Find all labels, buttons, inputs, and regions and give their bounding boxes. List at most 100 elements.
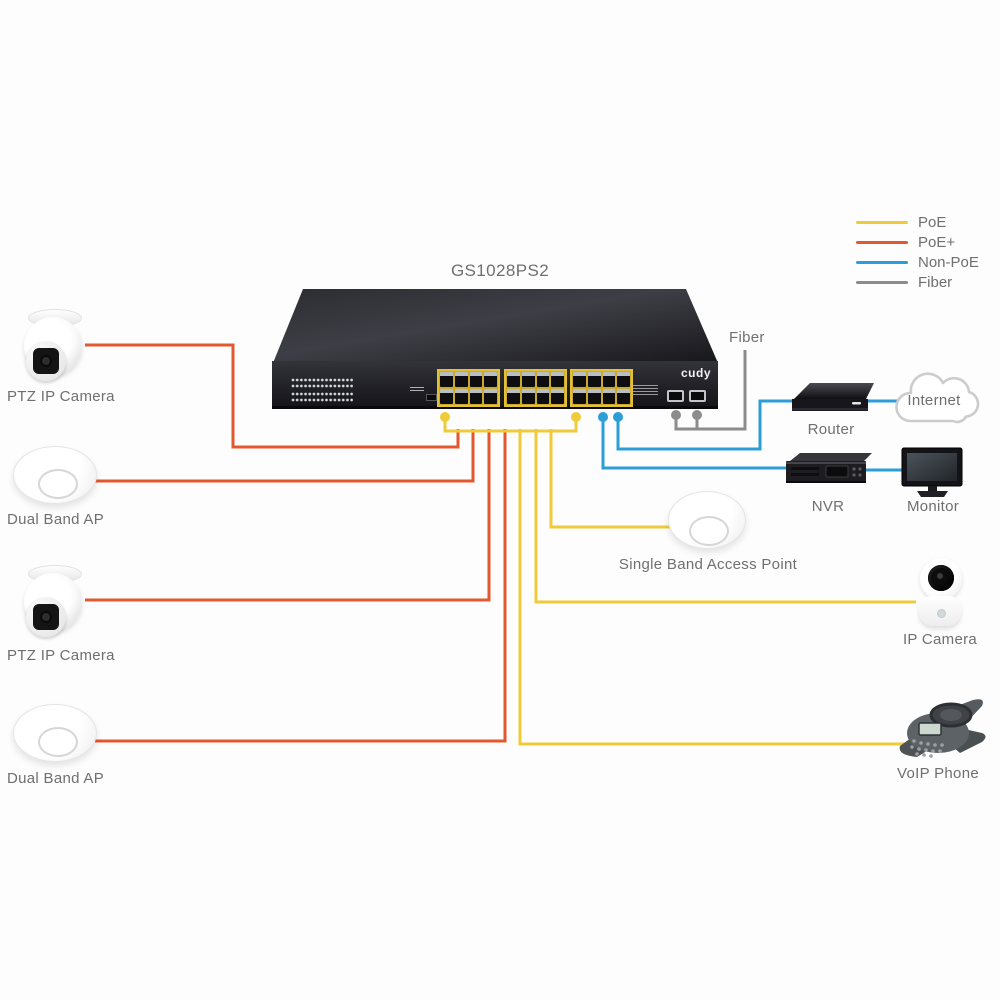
rj45-port — [469, 372, 483, 387]
rj45-port-group-1 — [437, 369, 500, 407]
switch-brand-logo: cudy — [681, 366, 712, 380]
non-poe-line-swatch — [856, 260, 908, 264]
router-label: Router — [807, 421, 855, 438]
rj45-port — [551, 372, 564, 387]
cable-poe-plus-ptz-camera-1 — [85, 343, 460, 449]
camera-lens-icon — [33, 604, 59, 630]
nonpoe-connector-dot — [613, 412, 623, 422]
ptz-camera-2-label: PTZ IP Camera — [7, 647, 115, 664]
legend-row-fiber: Fiber — [856, 272, 979, 292]
monitor-device — [901, 447, 963, 497]
legend-row-poe: PoE — [856, 212, 979, 232]
camera-button — [937, 609, 946, 618]
fiber-line-swatch — [856, 280, 908, 284]
cable-nonpoe-nvr — [601, 417, 800, 470]
legend-label: Fiber — [918, 273, 953, 291]
rj45-port-group-3 — [570, 369, 633, 407]
switch-led-panel — [291, 392, 353, 404]
rj45-port — [587, 372, 601, 387]
nonpoe-connector-dot — [598, 412, 608, 422]
camera-eye — [26, 341, 66, 381]
legend-row-poe-plus: PoE+ — [856, 232, 979, 252]
single-band-access-point — [668, 491, 746, 549]
cable-poe-ip-camera — [534, 429, 916, 604]
ptz-ip-camera-2 — [20, 565, 90, 645]
legend-row-non-poe: Non-PoE — [856, 252, 979, 272]
rj45-port — [521, 389, 535, 404]
internet-label: Internet — [907, 392, 961, 409]
fiber-connector-dot — [671, 410, 681, 420]
sfp-port-2 — [689, 390, 706, 402]
switch-reset-area — [408, 386, 438, 401]
rj45-port — [573, 372, 586, 387]
switch-fineprint — [633, 385, 658, 395]
sfp-port-1 — [667, 390, 684, 402]
dual-band-ap-1-label: Dual Band AP — [7, 511, 104, 528]
cable-poe-plus-ptz-camera-2 — [85, 429, 491, 602]
camera-lens-icon — [33, 348, 59, 374]
camera-head — [920, 558, 962, 600]
rj45-port — [484, 389, 497, 404]
rj45-port-group-2 — [504, 369, 567, 407]
phone-lcd — [918, 722, 942, 736]
ip-camera-label: IP Camera — [902, 631, 978, 648]
poe-connector-dot — [440, 412, 450, 422]
camera-lens-icon — [928, 565, 954, 591]
rj45-port — [587, 389, 601, 404]
rj45-port — [551, 389, 564, 404]
cable-nonpoe-router — [616, 399, 798, 451]
rj45-port — [536, 372, 550, 387]
voip-phone-device — [899, 699, 986, 758]
rj45-port — [602, 389, 616, 404]
rj45-port — [536, 389, 550, 404]
nvr-label: NVR — [811, 498, 845, 515]
rj45-port — [454, 372, 468, 387]
dual-band-ap-2-label: Dual Band AP — [7, 770, 104, 787]
router-device — [792, 383, 874, 411]
cable-poe-port-bracket — [443, 417, 578, 433]
switch-top-face — [273, 289, 718, 363]
single-band-ap-label: Single Band Access Point — [618, 556, 798, 573]
rj45-port — [484, 372, 497, 387]
switch-print — [410, 387, 424, 392]
cable-fiber-uplink — [674, 350, 747, 431]
fiber-connector-dot — [692, 410, 702, 420]
nvr-device — [786, 453, 872, 483]
camera-base — [919, 596, 961, 626]
ptz-ip-camera-1 — [20, 309, 90, 389]
poe-plus-line-swatch — [856, 240, 908, 244]
ip-camera — [912, 558, 968, 628]
poe-line-swatch — [856, 220, 908, 224]
legend: PoE PoE+ Non-PoE Fiber — [856, 212, 979, 292]
ptz-camera-1-label: PTZ IP Camera — [7, 388, 115, 405]
rj45-port — [507, 372, 520, 387]
legend-label: PoE+ — [918, 233, 956, 251]
switch-bottom-edge — [272, 406, 718, 409]
camera-eye — [26, 597, 66, 637]
internet-cloud — [895, 372, 980, 424]
cable-poe-plus-dual-band-ap-1 — [92, 429, 475, 483]
dual-band-ap-2 — [13, 704, 97, 762]
cable-poe-voip-phone — [518, 429, 905, 746]
rj45-port — [521, 372, 535, 387]
voip-phone-label: VoIP Phone — [897, 765, 979, 782]
switch-led-panel — [291, 378, 353, 390]
dual-band-ap-1 — [13, 446, 97, 504]
phone-keypad — [910, 739, 944, 758]
switch-model-title: GS1028PS2 — [450, 261, 550, 280]
router-logo — [852, 402, 861, 405]
cable-poe-plus-dual-band-ap-2 — [95, 429, 507, 743]
rj45-port — [469, 389, 483, 404]
monitor-label: Monitor — [906, 498, 960, 515]
rj45-port — [617, 389, 630, 404]
rj45-port — [617, 372, 630, 387]
rj45-port — [440, 389, 453, 404]
rj45-port — [440, 372, 453, 387]
rj45-port — [454, 389, 468, 404]
rj45-port — [573, 389, 586, 404]
cable-poe-single-band-ap — [549, 429, 678, 529]
poe-connector-dot — [571, 412, 581, 422]
legend-label: Non-PoE — [918, 253, 979, 271]
rj45-port — [507, 389, 520, 404]
